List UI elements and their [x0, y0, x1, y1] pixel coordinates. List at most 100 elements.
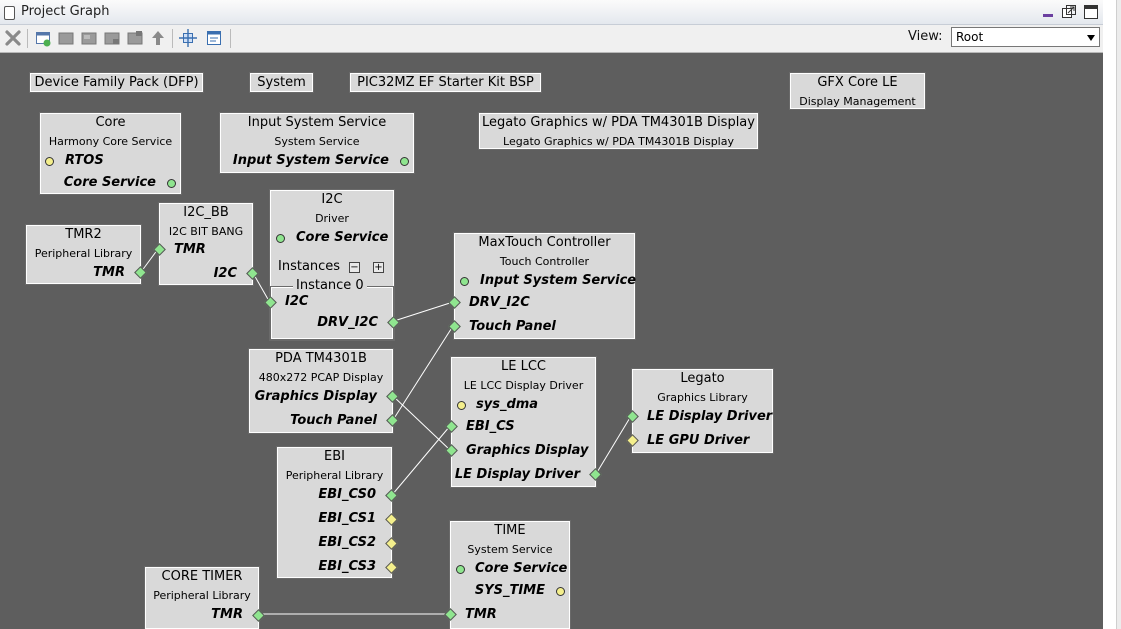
- port-label-rtos: RTOS: [65, 153, 104, 168]
- port-label-sys-time: SYS_TIME: [474, 583, 545, 598]
- graph-toolbar: View: Root: [0, 25, 1103, 53]
- node-subtitle: Harmony Core Service: [48, 135, 173, 148]
- group-icon[interactable]: [56, 28, 76, 48]
- port-label-i2c: I2C: [285, 294, 309, 309]
- remove-instance-button[interactable]: −: [349, 262, 360, 273]
- port-label-core-service: Core Service: [296, 230, 389, 245]
- node-title: Legato: [680, 371, 725, 386]
- node-subtitle: Driver: [315, 212, 349, 225]
- node-i2c-driver[interactable]: I2C Driver Core Service Instances − + In…: [264, 189, 400, 341]
- port-input-system-service[interactable]: [400, 157, 409, 166]
- node-legato[interactable]: Legato Graphics Library LE Display Drive…: [626, 368, 774, 454]
- port-core-service[interactable]: [456, 565, 465, 574]
- vertical-scrollbar[interactable]: [1116, 0, 1121, 629]
- port-label-tmr: TMR: [465, 607, 497, 622]
- port-label-ebi-cs0: EBI_CS0: [318, 487, 376, 502]
- node-title: Device Family Pack (DFP): [34, 75, 199, 90]
- node-title: Legato Graphics w/ PDA TM4301B Display: [482, 115, 755, 130]
- add-component-icon[interactable]: [33, 28, 53, 48]
- port-label-core-service: Core Service: [63, 175, 156, 190]
- view-select[interactable]: Root: [951, 27, 1100, 47]
- window-right-edge: [1103, 0, 1121, 629]
- node-tmr2[interactable]: TMR2 Peripheral Library TMR: [25, 224, 147, 285]
- node-title: I2C: [321, 192, 343, 207]
- wire-i2c-maxtouch: [393, 301, 454, 322]
- node-subtitle: I2C BIT BANG: [168, 225, 244, 238]
- node-title: MaxTouch Controller: [478, 235, 611, 250]
- port-label-ebi-cs2: EBI_CS2: [318, 535, 376, 550]
- port-input-system-service[interactable]: [460, 277, 469, 286]
- node-subtitle: System Service: [274, 135, 360, 148]
- node-gfx-core[interactable]: GFX Core LE Display Management: [789, 72, 926, 110]
- move-in-icon[interactable]: [102, 28, 122, 48]
- move-out-icon[interactable]: [125, 28, 145, 48]
- port-label-drv-i2c: DRV_I2C: [469, 295, 530, 310]
- properties-icon[interactable]: [204, 28, 224, 48]
- arrow-up-icon[interactable]: [148, 28, 168, 48]
- node-system[interactable]: System: [249, 72, 314, 93]
- port-label-touch-panel: Touch Panel: [469, 319, 556, 334]
- node-pda-tm4301b[interactable]: PDA TM4301B 480x272 PCAP Display Graphic…: [248, 348, 399, 434]
- port-label-touch-panel: Touch Panel: [290, 413, 377, 428]
- node-title: EBI: [324, 449, 345, 464]
- port-rtos[interactable]: [45, 157, 54, 166]
- port-sys-time[interactable]: [556, 587, 565, 596]
- port-label-ebi-cs1: EBI_CS1: [318, 511, 376, 526]
- node-ebi[interactable]: EBI Peripheral Library EBI_CS0 EBI_CS1 E…: [276, 446, 398, 579]
- node-legato-pda[interactable]: Legato Graphics w/ PDA TM4301B Display L…: [478, 112, 759, 150]
- connection-wires: [140, 248, 632, 615]
- port-sys-dma[interactable]: [457, 401, 466, 410]
- node-core-timer[interactable]: CORE TIMER Peripheral Library TMR: [144, 566, 265, 629]
- node-title: LE LCC: [501, 359, 546, 374]
- node-title: GFX Core LE: [817, 75, 898, 90]
- port-label-drv-i2c: DRV_I2C: [317, 315, 378, 330]
- port-label-tmr: TMR: [93, 265, 125, 280]
- close-icon[interactable]: [3, 28, 23, 48]
- node-title: CORE TIMER: [161, 569, 243, 584]
- node-i2c-bb[interactable]: I2C_BB I2C BIT BANG TMR I2C: [153, 202, 259, 286]
- node-le-lcc[interactable]: LE LCC LE LCC Display Driver sys_dma EBI…: [445, 356, 602, 488]
- node-time[interactable]: TIME System Service Core Service SYS_TIM…: [444, 520, 571, 629]
- node-title: Input System Service: [247, 115, 387, 130]
- node-subtitle: Peripheral Library: [153, 589, 251, 602]
- node-input-system-service[interactable]: Input System Service System Service Inpu…: [219, 112, 415, 174]
- port-core-service[interactable]: [276, 234, 285, 243]
- node-subtitle: System Service: [467, 543, 553, 556]
- instances-label: Instances: [278, 259, 341, 274]
- wire-tmr2-i2cbb: [140, 248, 159, 273]
- port-label-le-display-driver: LE Display Driver: [647, 409, 773, 424]
- node-subtitle: Peripheral Library: [34, 247, 133, 260]
- port-label-sys-dma: sys_dma: [476, 397, 539, 412]
- node-subtitle: Legato Graphics w/ PDA TM4301B Display: [503, 135, 734, 148]
- node-subtitle: LE LCC Display Driver: [463, 379, 584, 392]
- node-maxtouch[interactable]: MaxTouch Controller Touch Controller Inp…: [448, 232, 636, 340]
- node-title: Core: [95, 115, 126, 130]
- node-core[interactable]: Core Harmony Core Service RTOS Core Serv…: [39, 112, 182, 195]
- port-label-ebi-cs3: EBI_CS3: [318, 559, 376, 574]
- node-title: I2C_BB: [183, 205, 229, 220]
- node-subtitle: Peripheral Library: [285, 469, 384, 482]
- node-subtitle: Graphics Library: [657, 391, 748, 404]
- port-label-le-gpu-driver: LE GPU Driver: [647, 433, 750, 448]
- node-title: TIME: [494, 523, 526, 538]
- toolbar-separator: [230, 29, 231, 48]
- port-label-tmr: TMR: [174, 242, 206, 257]
- port-core-service[interactable]: [167, 179, 176, 188]
- minimize-icon[interactable]: [1041, 4, 1057, 20]
- ungroup-icon[interactable]: [79, 28, 99, 48]
- chevron-down-icon: [1087, 35, 1095, 41]
- view-select-value: Root: [956, 30, 984, 44]
- fit-view-icon[interactable]: [178, 28, 198, 48]
- port-label-tmr: TMR: [211, 607, 243, 622]
- restore-icon[interactable]: [1061, 4, 1077, 20]
- maximize-icon[interactable]: [1083, 4, 1099, 20]
- node-bsp[interactable]: PIC32MZ EF Starter Kit BSP: [349, 72, 542, 93]
- add-instance-button[interactable]: +: [373, 262, 384, 273]
- node-title: System: [257, 75, 306, 90]
- node-dfp[interactable]: Device Family Pack (DFP): [29, 72, 204, 93]
- node-subtitle: 480x272 PCAP Display: [258, 371, 384, 384]
- window-titlebar: Project Graph: [0, 0, 1103, 25]
- port-label-core-service: Core Service: [475, 561, 568, 576]
- graph-canvas[interactable]: Device Family Pack (DFP) System PIC32MZ …: [0, 53, 1103, 629]
- instance-0-label: Instance 0: [293, 278, 367, 293]
